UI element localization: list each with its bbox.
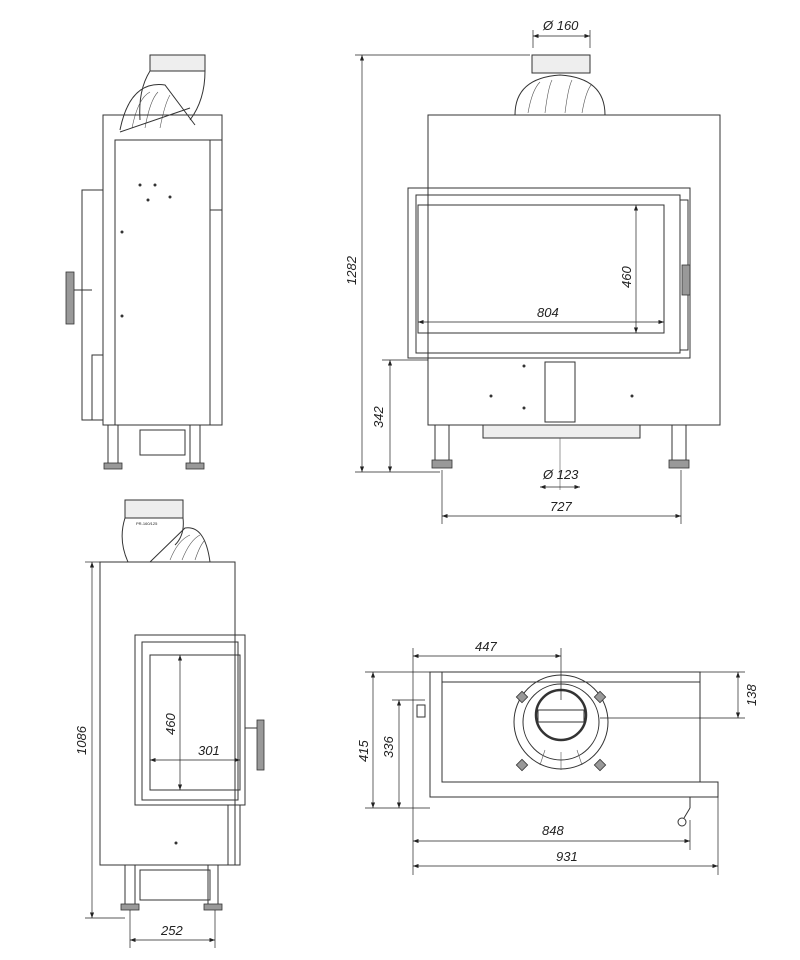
front-body	[427, 114, 721, 426]
dim-glass-width: 804	[537, 305, 559, 320]
dim-legs-252: 252	[160, 923, 183, 938]
flue-collar	[531, 54, 591, 74]
leg	[124, 864, 136, 906]
dim-height-1282: 1282	[344, 255, 359, 285]
side-body	[99, 561, 236, 866]
flue-dome	[514, 74, 606, 116]
top-view	[416, 671, 719, 827]
dim-flue-diameter: Ø 160	[542, 18, 579, 33]
bottom-plate	[482, 424, 641, 439]
leg	[434, 424, 450, 463]
dim-legs-727: 727	[550, 499, 572, 514]
side-view-dimensions: 1086 460 301 252	[74, 561, 240, 948]
air-damper	[544, 361, 576, 423]
dim-glass-height: 460	[163, 713, 178, 735]
side-view-top	[65, 54, 223, 470]
flue-dome	[119, 84, 196, 131]
dim-width-931: 931	[556, 849, 578, 864]
glass	[149, 654, 241, 791]
dim-depth-336: 336	[381, 736, 396, 758]
leg	[107, 424, 119, 466]
side-view-section: PR-160/125	[99, 499, 265, 911]
dim-height-1086: 1086	[74, 725, 89, 755]
dim-width-848: 848	[542, 823, 564, 838]
flue-collar	[124, 499, 184, 519]
leg	[671, 424, 687, 463]
leg	[189, 424, 201, 466]
flue-dome	[149, 527, 211, 563]
glass-frame	[134, 634, 246, 806]
front-view	[407, 54, 721, 490]
dim-base-height: 342	[371, 406, 386, 428]
top-body	[429, 671, 719, 798]
dim-glass-height: 460	[619, 266, 634, 288]
air-knob	[416, 704, 426, 718]
flue-label: PR-160/125	[136, 521, 158, 526]
front-view-dimensions: Ø 160 1282 342 804 460 Ø 123 727	[344, 18, 682, 524]
door-handle	[65, 271, 75, 325]
lever	[677, 817, 687, 827]
door-handle	[256, 719, 265, 771]
dim-flue-offset-138: 138	[744, 684, 759, 706]
side-body	[102, 114, 223, 426]
door-latch	[681, 264, 691, 296]
dim-flue-offset-447: 447	[475, 639, 497, 654]
top-view-dimensions: 447 138 415 336 848 931	[356, 639, 759, 875]
flue-collar	[149, 54, 206, 72]
glass	[417, 204, 665, 334]
dim-air-inlet: Ø 123	[542, 467, 579, 482]
dim-glass-depth: 301	[198, 743, 220, 758]
dim-depth-415: 415	[356, 740, 371, 762]
